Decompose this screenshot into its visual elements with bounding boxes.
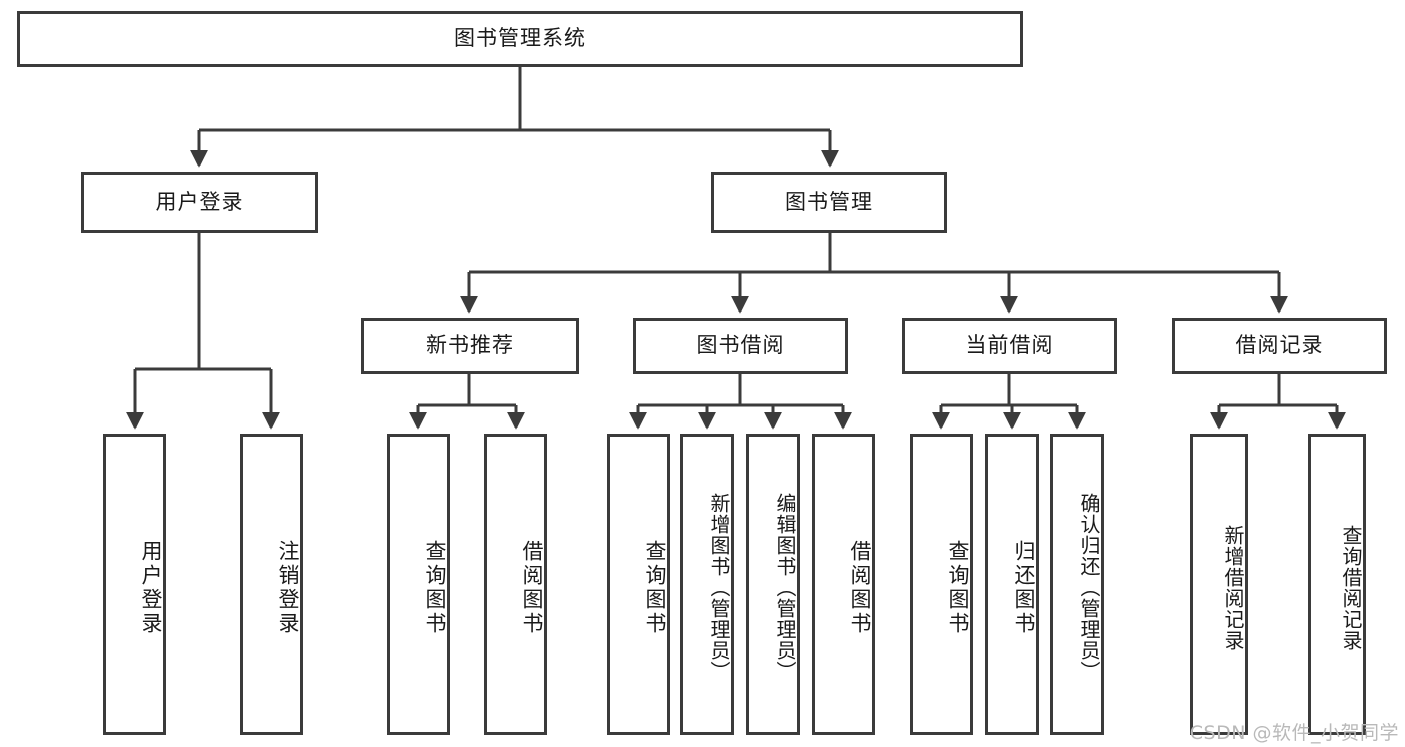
node-leaf-query-book-recommend[interactable]: 查询图书 — [387, 434, 450, 735]
node-user-login-label: 用户登录 — [155, 189, 244, 214]
csdn-watermark: CSDN @软件_小贺同学 — [1189, 722, 1399, 744]
node-borrow-record[interactable]: 借阅记录 — [1172, 318, 1387, 374]
node-book-management[interactable]: 图书管理 — [711, 172, 947, 233]
node-leaf-user-login[interactable]: 用户登录 — [103, 434, 166, 735]
node-leaf-add-borrow-record-label: 新增借阅记录 — [1221, 524, 1245, 651]
node-leaf-edit-book-admin-label: 编辑图书（管理员） — [773, 493, 797, 682]
node-leaf-return-book[interactable]: 归还图书 — [985, 434, 1039, 735]
node-leaf-user-login-label: 用户登录 — [139, 539, 163, 636]
node-leaf-user-logout-label: 注销登录 — [276, 539, 300, 636]
node-leaf-borrow-book-label: 借阅图书 — [848, 539, 872, 636]
node-root[interactable]: 图书管理系统 — [17, 11, 1023, 67]
node-leaf-borrow-book-recommend[interactable]: 借阅图书 — [484, 434, 547, 735]
node-leaf-query-book-recommend-label: 查询图书 — [423, 539, 447, 636]
node-root-label: 图书管理系统 — [454, 26, 586, 51]
node-leaf-confirm-return-admin-label: 确认归还（管理员） — [1077, 493, 1101, 682]
node-leaf-query-borrow-record-label: 查询借阅记录 — [1339, 524, 1363, 651]
node-leaf-query-book-current[interactable]: 查询图书 — [910, 434, 973, 735]
node-leaf-query-book-borrow[interactable]: 查询图书 — [607, 434, 670, 735]
node-leaf-query-book-current-label: 查询图书 — [946, 539, 970, 636]
node-leaf-add-borrow-record[interactable]: 新增借阅记录 — [1190, 434, 1248, 735]
node-borrow-record-label: 借阅记录 — [1235, 333, 1324, 358]
node-current-borrow-label: 当前借阅 — [965, 333, 1054, 358]
node-book-borrow-label: 图书借阅 — [696, 333, 785, 358]
node-user-login[interactable]: 用户登录 — [81, 172, 318, 233]
node-leaf-add-book-admin-label: 新增图书（管理员） — [707, 493, 731, 682]
node-leaf-return-book-label: 归还图书 — [1012, 539, 1036, 636]
node-leaf-add-book-admin[interactable]: 新增图书（管理员） — [680, 434, 734, 735]
node-leaf-borrow-book[interactable]: 借阅图书 — [812, 434, 875, 735]
node-leaf-user-logout[interactable]: 注销登录 — [240, 434, 303, 735]
node-book-management-label: 图书管理 — [785, 189, 873, 214]
node-current-borrow[interactable]: 当前借阅 — [902, 318, 1117, 374]
node-new-book-recommend[interactable]: 新书推荐 — [361, 318, 579, 374]
node-leaf-confirm-return-admin[interactable]: 确认归还（管理员） — [1050, 434, 1104, 735]
node-new-book-recommend-label: 新书推荐 — [426, 333, 514, 358]
node-book-borrow[interactable]: 图书借阅 — [633, 318, 848, 374]
node-leaf-query-borrow-record[interactable]: 查询借阅记录 — [1308, 434, 1366, 735]
node-leaf-borrow-book-recommend-label: 借阅图书 — [520, 539, 544, 636]
node-leaf-edit-book-admin[interactable]: 编辑图书（管理员） — [746, 434, 800, 735]
node-leaf-query-book-borrow-label: 查询图书 — [643, 539, 667, 636]
